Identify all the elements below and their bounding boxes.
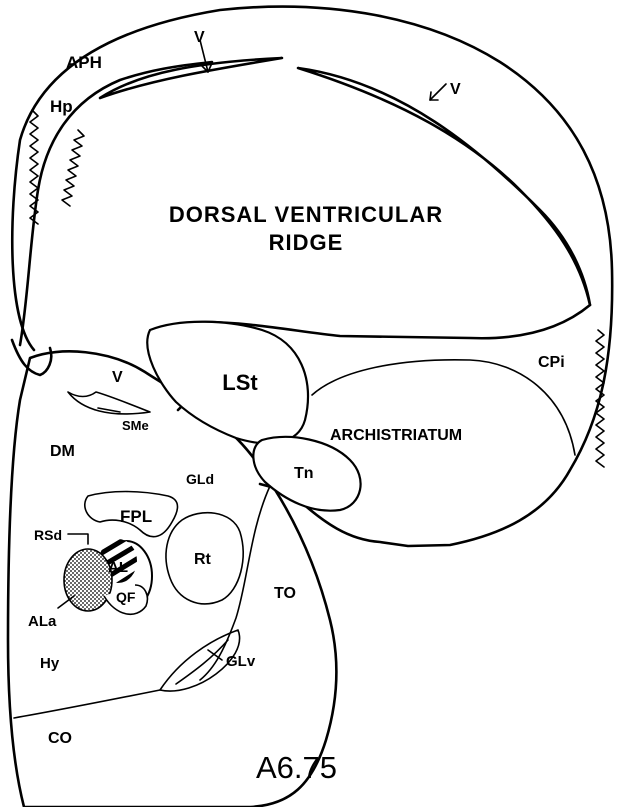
label-to: TO <box>274 585 296 602</box>
cpi-zigzag <box>596 330 604 467</box>
label-v-lower: V <box>112 369 123 386</box>
label-hy: Hy <box>40 655 60 672</box>
label-sme: SMe <box>122 418 149 433</box>
label-dvr-1: DORSAL VENTRICULAR <box>169 202 443 227</box>
label-al: AL <box>108 559 128 576</box>
arrow-v-right <box>430 84 446 100</box>
rsd-leader <box>68 534 88 544</box>
hy-co-boundary <box>14 690 160 718</box>
label-hp: Hp <box>50 97 73 116</box>
label-rt: Rt <box>194 551 212 568</box>
label-fpl: FPL <box>120 507 152 526</box>
label-v-top-right: V <box>450 81 461 98</box>
ventricle-slit-right <box>298 68 590 305</box>
label-ala: ALa <box>28 613 57 630</box>
plate-label: A6.75 <box>256 750 337 785</box>
label-cpi: CPi <box>538 354 565 371</box>
label-tn: Tn <box>294 465 314 482</box>
label-co: CO <box>48 730 72 747</box>
label-gld: GLd <box>186 471 214 487</box>
hp-zigzag-2 <box>62 130 84 206</box>
label-dm: DM <box>50 443 75 460</box>
label-v-top-left: V <box>194 29 205 46</box>
label-archistriatum: ARCHISTRIATUM <box>330 427 462 444</box>
label-glv: GLv <box>226 653 256 670</box>
label-lst: LSt <box>222 370 258 395</box>
label-aph: APH <box>66 53 102 72</box>
label-qf: QF <box>116 589 136 605</box>
label-rsd: RSd <box>34 527 62 543</box>
label-dvr-2: RIDGE <box>269 230 344 255</box>
